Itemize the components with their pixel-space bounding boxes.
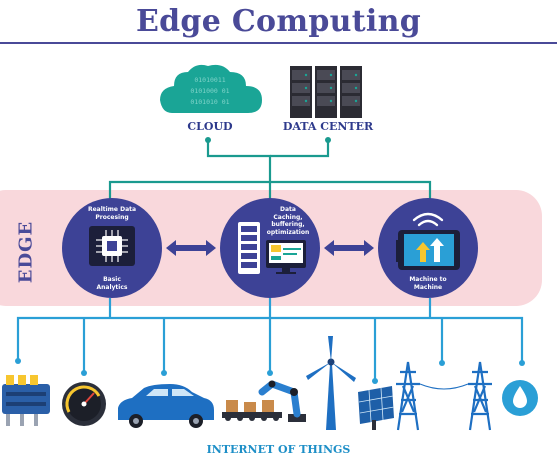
edge-label: EDGE xyxy=(15,220,37,284)
iot-connector-dots xyxy=(15,358,525,384)
robot-arm-conveyor-icon xyxy=(222,380,306,422)
data-caching-label: Data Caching, buffering, optimization xyxy=(266,206,310,236)
wind-turbine-icon xyxy=(306,336,356,430)
title-underline xyxy=(0,42,557,44)
gauge-icon xyxy=(62,382,106,426)
processor-chip-icon xyxy=(89,226,135,266)
server-monitor-icon xyxy=(238,222,306,274)
iot-connector-lines xyxy=(16,298,524,380)
cloud-binary-1: 01010011 xyxy=(194,76,225,84)
internet-of-things-label: INTERNET OF THINGS xyxy=(206,443,351,456)
realtime-processing-label: Realtime Data Procesing xyxy=(87,206,137,221)
top-connector-dots xyxy=(205,137,331,143)
machine-to-machine-label: Machine to Machine xyxy=(409,276,447,291)
power-line xyxy=(419,383,469,390)
cloud-binary-3: 0101010 01 xyxy=(190,98,229,106)
bidirectional-arrow-icon xyxy=(166,240,374,256)
page-title: Edge Computing xyxy=(135,4,421,39)
data-center-label: DATA CENTER xyxy=(282,120,374,133)
cloud-binary-2: 0101000 01 xyxy=(190,87,229,95)
power-pylon-icon xyxy=(468,361,492,431)
cloud-icon: 01010011 0101000 01 0101010 01 xyxy=(160,64,262,113)
solar-panel-icon xyxy=(358,386,395,430)
wifi-tablet-icon xyxy=(396,212,460,270)
basic-analytics-label: Basic Analytics xyxy=(96,276,128,291)
water-drop-icon xyxy=(502,380,538,416)
car-icon xyxy=(118,384,214,428)
cloud-label: CLOUD xyxy=(187,120,233,133)
server-rack-icon xyxy=(290,66,362,118)
engine-icon xyxy=(2,375,50,426)
power-pylon-icon xyxy=(396,361,420,431)
